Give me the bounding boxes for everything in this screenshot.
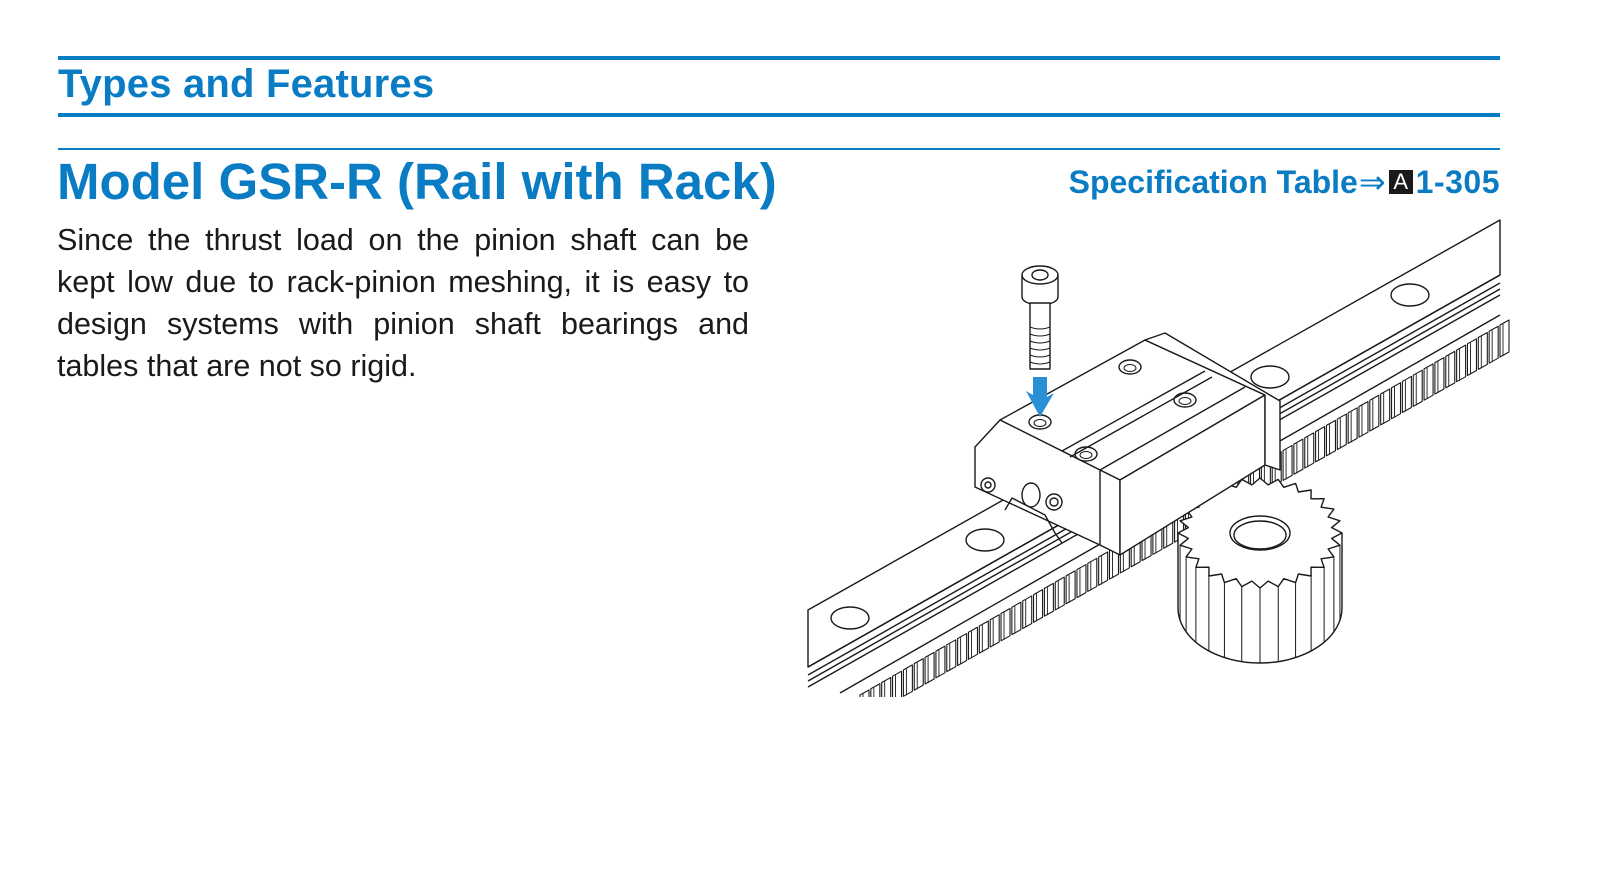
rack-tooth: [1043, 582, 1054, 617]
rack-tooth: [946, 639, 957, 673]
rack-tooth: [1011, 601, 1022, 636]
gear-bore-inner: [1233, 520, 1287, 550]
rack-tooth: [989, 614, 1000, 648]
block-tapped-hole-thread: [1079, 451, 1093, 459]
rack-tooth: [1390, 382, 1402, 420]
rack-tooth: [924, 651, 935, 685]
rack-tooth: [1076, 564, 1087, 599]
rack-tooth: [935, 645, 946, 679]
model-rule: [58, 148, 1500, 150]
block-far-cap: [1144, 332, 1281, 471]
rack-tooth: [1412, 369, 1423, 407]
rail-mount-hole: [1250, 365, 1290, 389]
rack-tooth: [1087, 557, 1098, 592]
cap-screw: [1021, 265, 1059, 370]
rack-tooth: [1054, 576, 1065, 611]
rack-tooth: [967, 626, 979, 660]
rack-tooth: [1336, 413, 1347, 451]
block-tapped-hole-thread: [1123, 364, 1137, 372]
rail-mount-hole: [1390, 283, 1430, 307]
end-face-port-inner: [1049, 497, 1059, 507]
grease-nipple-inner: [984, 481, 992, 489]
gsr-r-drawing: [800, 219, 1510, 705]
rack-tooth: [1488, 325, 1499, 364]
end-face-port: [1045, 493, 1063, 511]
rack-tooth: [1293, 438, 1304, 475]
model-description: Since the thrust load on the pinion shaf…: [57, 223, 749, 383]
block-tapped-hole: [1173, 392, 1197, 408]
block-tapped-hole-thread: [1033, 419, 1047, 427]
rack-tooth: [1000, 607, 1011, 642]
model-title: Model GSR-R (Rail with Rack): [57, 153, 777, 210]
rack-tooth: [957, 633, 968, 667]
rack-tooth: [1325, 419, 1336, 457]
rack-tooth: [1477, 331, 1488, 370]
block-seam: [1061, 370, 1206, 452]
spec-page-number: 1-305: [1415, 163, 1500, 200]
illustration-bottom-edge: [800, 697, 1510, 705]
rack-tooth: [1065, 570, 1076, 605]
rack-tooth: [1401, 375, 1412, 414]
block-tapped-hole-thread: [1178, 397, 1192, 405]
grease-nipple: [980, 477, 996, 493]
rack-tooth: [1445, 350, 1456, 389]
rack-tooth: [1358, 400, 1369, 438]
rack-tooth: [1098, 551, 1109, 586]
block-seam: [1069, 376, 1213, 458]
rail-mount-hole: [965, 528, 1005, 552]
screw-thread: [1029, 347, 1051, 351]
block-seam: [1099, 386, 1246, 471]
block-tapped-hole: [1118, 359, 1142, 375]
screw-thread: [1029, 361, 1051, 365]
rack-tooth: [1369, 394, 1380, 432]
screw-socket: [1031, 269, 1049, 281]
rack-tooth: [1499, 319, 1510, 358]
rack-tooth: [1380, 388, 1391, 426]
section-title: Types and Features: [58, 62, 435, 106]
rack-tooth: [1315, 426, 1326, 463]
rail-mount-hole: [830, 606, 870, 630]
rail-profile-cutout: [1004, 497, 1063, 544]
mounting-arrow-icon: [1026, 377, 1054, 417]
rack-tooth: [1423, 363, 1434, 401]
rack-tooth: [1434, 357, 1445, 395]
rack-tooth: [1347, 407, 1358, 444]
screw-thread: [1029, 354, 1051, 358]
rack-tooth: [1456, 344, 1467, 383]
screw-thread: [1029, 333, 1051, 337]
rack-tooth: [913, 658, 924, 691]
rack-tooth: [978, 620, 989, 654]
end-face-hole: [1021, 482, 1041, 508]
section-badge: A: [1388, 170, 1413, 194]
screw-thread: [1029, 326, 1051, 330]
block-tapped-hole: [1074, 446, 1098, 462]
section-rule-top: [58, 56, 1500, 60]
section-rule-bottom: [58, 113, 1500, 117]
pinion-gear: [1177, 477, 1343, 664]
product-illustration: [800, 215, 1510, 705]
specification-table-link[interactable]: Specification Table ⇒ A 1-305: [1069, 163, 1500, 201]
rack-tooth: [1282, 444, 1293, 481]
gear-bore-outer: [1229, 515, 1291, 551]
gear-top-face: [1177, 477, 1343, 589]
screw-head-top: [1021, 265, 1059, 285]
screw-thread: [1029, 340, 1051, 344]
double-arrow-right-icon: ⇒: [1358, 164, 1386, 200]
rack-tooth: [1022, 595, 1033, 630]
rack-tooth: [1304, 432, 1315, 469]
spec-link-label: Specification Table: [1068, 163, 1358, 200]
rack-tooth: [1466, 338, 1478, 377]
lm-block: [974, 332, 1281, 556]
rack-tooth: [1033, 589, 1044, 623]
rack-tooth: [902, 664, 913, 697]
